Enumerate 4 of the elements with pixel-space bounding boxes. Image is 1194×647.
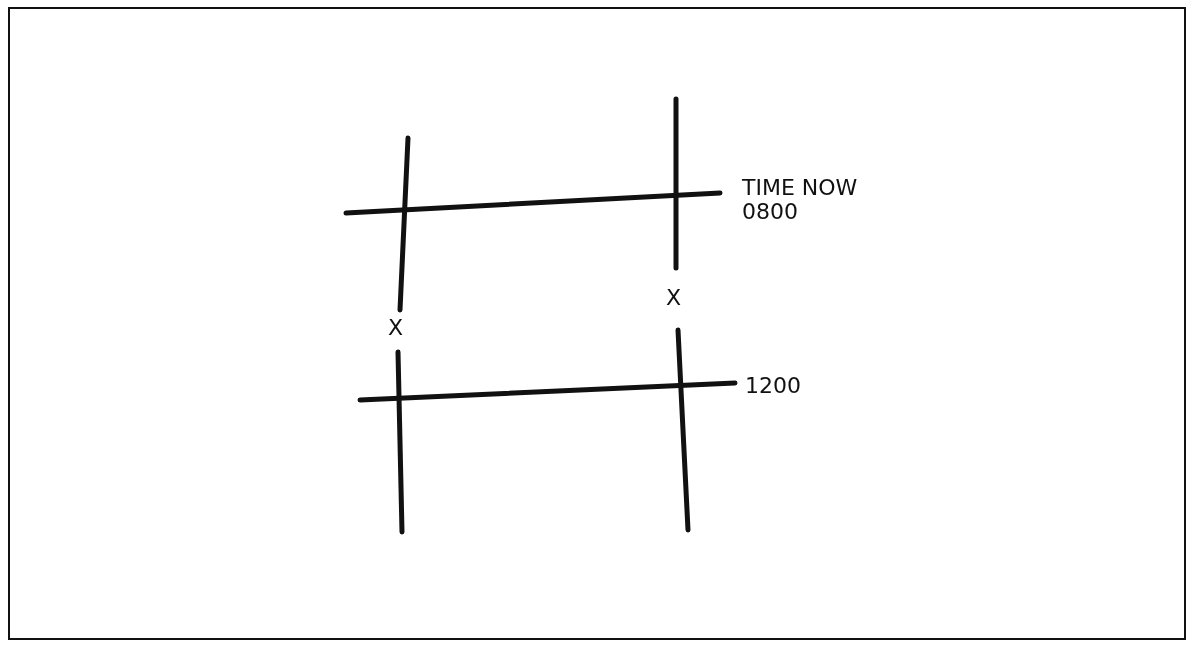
time-label: TIME NOW 0800 [742,176,859,224]
crossing-mark: X [388,316,404,340]
time-label: 1200 [745,374,801,398]
crossing-mark: X [666,286,682,310]
